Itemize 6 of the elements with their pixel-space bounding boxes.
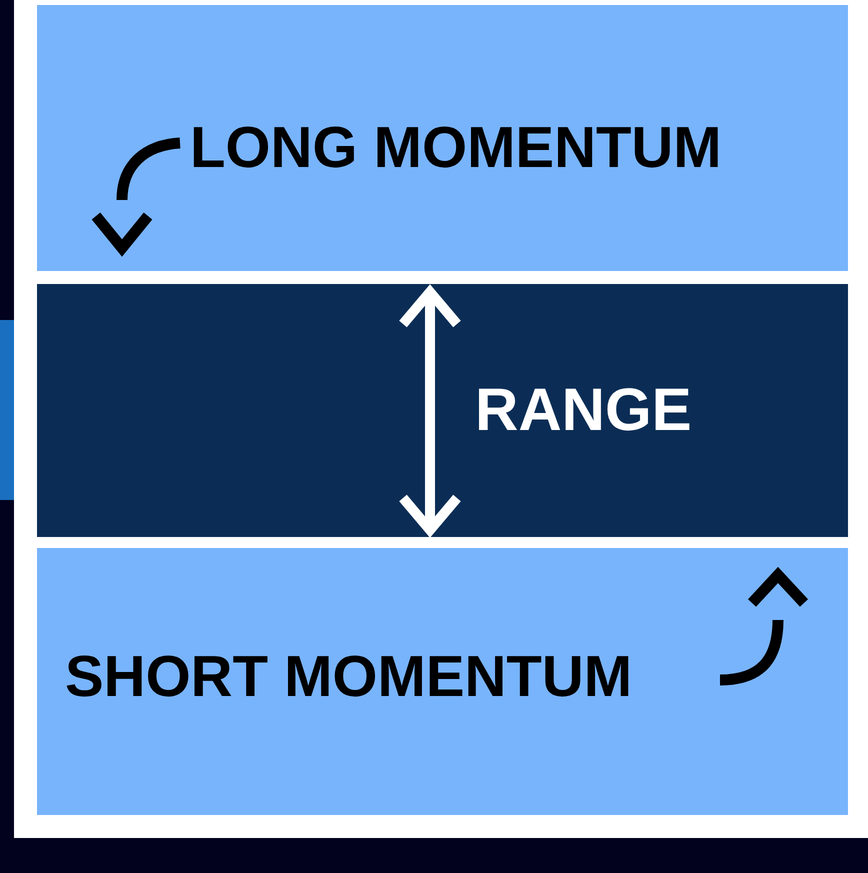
zone-label: RANGE: [475, 380, 692, 440]
zone-band: [37, 5, 848, 271]
zone-label: LONG MOMENTUM: [190, 119, 722, 177]
zone-band: [37, 284, 848, 537]
zone-label: SHORT MOMENTUM: [65, 648, 632, 706]
zone-band: [37, 548, 848, 815]
